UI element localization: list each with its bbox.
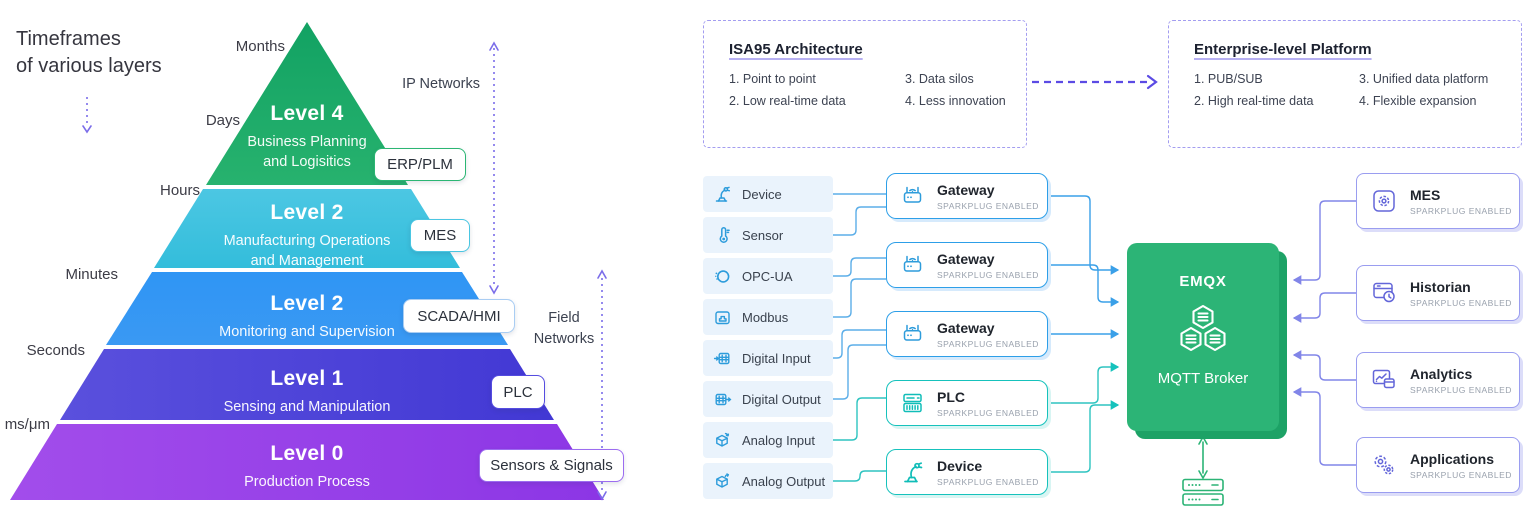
input-row-label: Analog Input: [742, 432, 816, 448]
enterprise-item: 1. PUB/SUB: [1194, 72, 1263, 86]
gateway-box-2: Gateway SPARKPLUG ENABLED: [886, 242, 1048, 288]
enterprise-item: 2. High real-time data: [1194, 94, 1314, 108]
pyramid-level-2-caption: Level 2 Monitoring and Supervision: [219, 292, 395, 340]
isa95-panel-title: ISA95 Architecture: [729, 41, 863, 58]
digital-input-icon: [713, 349, 732, 368]
tag-scada-hmi: SCADA/HMI: [403, 299, 515, 333]
input-row-digital-input: Digital Input: [703, 340, 833, 376]
plc-icon: [899, 390, 926, 417]
input-row-analog-input: Analog Input: [703, 422, 833, 458]
robot-arm-icon: [899, 459, 926, 486]
isa95-item: 3. Data silos: [905, 72, 974, 86]
gateway-box-1: Gateway SPARKPLUG ENABLED: [886, 173, 1048, 219]
apps-to-broker-connectors: [1292, 200, 1356, 466]
cube-output-icon: [713, 472, 732, 491]
plc-device-to-broker-connectors: [1048, 362, 1120, 473]
mes-gear-screen-icon: [1369, 186, 1399, 216]
robot-arm-icon: [713, 185, 732, 204]
enterprise-item: 4. Flexible expansion: [1359, 94, 1477, 108]
tag-erp-plm: ERP/PLM: [374, 148, 466, 181]
isa95-architecture-panel: ISA95 Architecture 1. Point to point 2. …: [703, 20, 1027, 148]
pyramid-level-1-shape: [60, 349, 554, 420]
ethernet-port-icon: [713, 308, 732, 327]
applications-box: Applications SPARKPLUG ENABLED: [1356, 437, 1520, 493]
input-row-sensor: Sensor: [703, 217, 833, 253]
pyramid-level-0-caption: Level 0 Production Process: [244, 442, 370, 490]
time-label-months: Months: [235, 38, 285, 55]
input-row-label: Device: [742, 186, 782, 202]
analytics-box: Analytics SPARKPLUG ENABLED: [1356, 352, 1520, 408]
input-row-modbus: Modbus: [703, 299, 833, 335]
input-row-label: OPC-UA: [742, 268, 793, 284]
router-icon: [899, 321, 926, 348]
ip-networks-label: IP Networks: [402, 76, 480, 92]
input-row-analog-output: Analog Output: [703, 463, 833, 499]
historian-box: Historian SPARKPLUG ENABLED: [1356, 265, 1520, 321]
page-title: Timeframes of various layers: [16, 28, 162, 77]
pyramid-level-1-caption: Level 1 Sensing and Manipulation: [223, 367, 391, 415]
gears-icon: [1369, 450, 1399, 480]
digital-output-icon: [713, 390, 732, 409]
input-connectors-teal: [833, 397, 886, 482]
input-row-label: Digital Input: [742, 350, 811, 366]
pyramid-level-3-shape: [154, 189, 460, 268]
tag-mes: MES: [410, 219, 470, 252]
gateway-to-broker-connectors: [1048, 195, 1120, 339]
router-icon: [899, 252, 926, 279]
tag-sensors-signals: Sensors & Signals: [479, 449, 624, 482]
input-row-label: Sensor: [742, 227, 784, 243]
database-clock-icon: [1369, 278, 1399, 308]
broker-role: MQTT Broker: [1157, 370, 1249, 387]
tag-plc: PLC: [491, 375, 545, 409]
time-label-days: Days: [205, 112, 240, 129]
pyramid-level-0-shape: [10, 424, 604, 500]
input-row-digital-output: Digital Output: [703, 381, 833, 417]
chart-icon: [1369, 365, 1399, 395]
input-row-opc-ua: OPC-UA: [703, 258, 833, 294]
time-label-hours: Hours: [159, 182, 200, 199]
broker-storage-arrow: [1198, 435, 1208, 480]
emqx-broker-box: EMQX MQTT Broker: [1127, 243, 1279, 431]
input-connectors: [833, 193, 886, 400]
ring-icon: [713, 267, 732, 286]
router-icon: [899, 183, 926, 210]
server-stack-icon: [1180, 478, 1226, 513]
time-label-minutes: Minutes: [65, 266, 118, 283]
enterprise-item: 3. Unified data platform: [1359, 72, 1489, 86]
enterprise-platform-panel: Enterprise-level Platform 1. PUB/SUB 2. …: [1168, 20, 1522, 148]
cube-input-icon: [713, 431, 732, 450]
gateway-box-3: Gateway SPARKPLUG ENABLED: [886, 311, 1048, 357]
isa95-item: 1. Point to point: [729, 72, 816, 86]
broker-name: EMQX: [1179, 273, 1227, 290]
plc-box: PLC SPARKPLUG ENABLED: [886, 380, 1048, 426]
pyramid-level-4-shape: [206, 22, 408, 185]
mes-box: MES SPARKPLUG ENABLED: [1356, 173, 1520, 229]
input-row-label: Modbus: [742, 309, 789, 325]
thermometer-icon: [713, 226, 732, 245]
input-row-device: Device: [703, 176, 833, 212]
time-label-seconds: Seconds: [26, 342, 85, 359]
isa95-item: 2. Low real-time data: [729, 94, 846, 108]
dashed-guide-arrowheads: [82, 41, 607, 501]
input-row-label: Digital Output: [742, 391, 821, 407]
enterprise-panel-title: Enterprise-level Platform: [1194, 41, 1372, 58]
emqx-hexagon-logo: [1173, 304, 1233, 354]
isa95-item: 4. Less innovation: [905, 94, 1006, 108]
field-networks-label: Field Networks: [533, 310, 595, 347]
input-row-label: Analog Output: [742, 473, 826, 489]
time-label-ms: ms/μm: [4, 416, 50, 433]
device-box: Device SPARKPLUG ENABLED: [886, 449, 1048, 495]
